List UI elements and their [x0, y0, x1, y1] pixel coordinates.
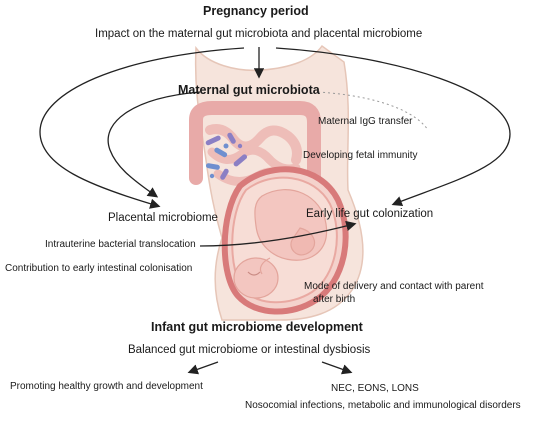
- arrow-curve-to-colonization: [275, 47, 511, 207]
- impact-label: Impact on the maternal gut microbiota an…: [95, 28, 423, 40]
- arrow-to-nec: [321, 361, 353, 375]
- arrow-gut-to-placental: [107, 91, 201, 198]
- nec-eons-lons-label: NEC, EONS, LONS: [331, 383, 419, 394]
- dotted-connector: [317, 91, 429, 131]
- arrow-translocation-to-colonization: [199, 220, 357, 247]
- arrow-curve-to-placental: [39, 47, 245, 209]
- balanced-microbiome-label: Balanced gut microbiome or intestinal dy…: [128, 344, 371, 356]
- igg-transfer-label: Maternal IgG transfer: [318, 116, 413, 127]
- intrauterine-translocation-label: Intrauterine bacterial translocation: [45, 239, 196, 250]
- bacteria-icon: [205, 132, 248, 180]
- arrow-to-healthy: [187, 361, 219, 375]
- after-birth-label: after birth: [313, 294, 356, 305]
- early-colonisation-label: Contribution to early intestinal colonis…: [5, 263, 193, 274]
- fetal-immunity-label: Developing fetal immunity: [303, 150, 418, 161]
- placental-microbiome-label: Placental microbiome: [108, 212, 218, 224]
- early-life-colonization-label: Early life gut colonization: [306, 208, 434, 220]
- healthy-growth-label: Promoting healthy growth and development: [10, 381, 203, 392]
- mode-of-delivery-label: Mode of delivery and contact with parent: [304, 281, 484, 292]
- infant-gut-title: Infant gut microbiome development: [151, 320, 363, 334]
- fetus-icon: [233, 189, 328, 299]
- nosocomial-label: Nosocomial infections, metabolic and imm…: [245, 400, 521, 411]
- maternal-gut-label: Maternal gut microbiota: [178, 83, 320, 97]
- pregnancy-title: Pregnancy period: [203, 4, 309, 18]
